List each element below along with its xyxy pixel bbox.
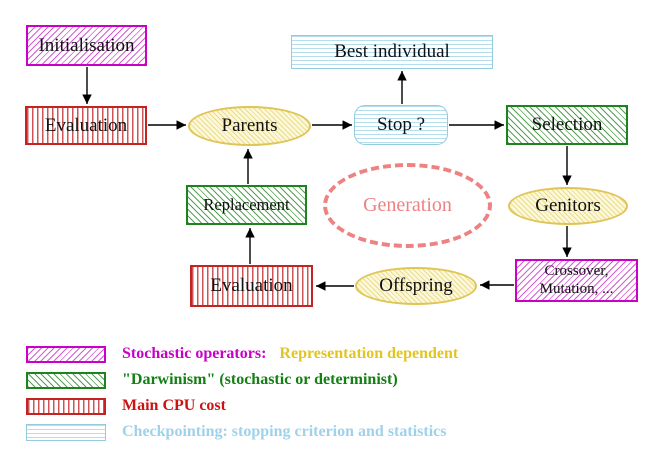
legend-item-stochastic-operators: Stochastic operators: Representation dep… [26,345,458,363]
node-evaluation-bottom-label: Evaluation [210,275,293,297]
node-crossover-label: Crossover, [544,263,609,280]
legend-item-darwinism: "Darwinism" (stochastic or determinist) [26,371,398,389]
legend-checkpointing-label: Checkpointing: stopping criterion and st… [122,423,447,440]
node-evaluation-top: Evaluation [25,106,147,145]
node-stop: Stop ? [354,105,448,145]
node-generation-label: Generation [363,194,452,216]
green-hatch-swatch [26,371,106,389]
legend-cpu-cost-label: Main CPU cost [122,397,226,414]
node-selection-label: Selection [531,114,603,136]
node-mutation-label: Mutation, ... [539,280,614,297]
node-best-individual: Best individual [291,35,493,69]
legend-representation-label: Representation dependent [279,345,459,362]
legend-stochastic-text: Stochastic operators: Representation dep… [122,345,458,363]
node-evaluation-top-label: Evaluation [44,114,128,136]
node-genitors-label: Genitors [535,195,601,217]
node-selection: Selection [506,105,628,145]
node-offspring: Offspring [355,267,477,305]
legend-stochastic-label: Stochastic operators: [122,345,267,362]
node-replacement-label: Replacement [203,195,290,215]
node-parents: Parents [188,106,311,146]
node-generation: Generation [323,163,492,248]
red-lines-swatch [26,397,106,415]
node-stop-label: Stop ? [376,114,426,136]
node-offspring-label: Offspring [379,275,453,297]
node-initialisation: Initialisation [26,25,147,66]
node-crossover-mutation: Crossover, Mutation, ... [515,259,638,302]
magenta-hatch-swatch [26,345,106,363]
legend-item-checkpointing: Checkpointing: stopping criterion and st… [26,423,446,441]
cyan-lines-swatch [26,423,106,441]
node-best-individual-label: Best individual [334,41,450,63]
node-initialisation-label: Initialisation [38,34,135,56]
legend-darwinism-label: "Darwinism" (stochastic or determinist) [122,371,398,388]
node-parents-label: Parents [221,115,278,137]
node-evaluation-bottom: Evaluation [190,265,313,307]
node-genitors: Genitors [508,187,628,225]
legend-item-cpu-cost: Main CPU cost [26,397,226,415]
node-replacement: Replacement [186,185,307,225]
